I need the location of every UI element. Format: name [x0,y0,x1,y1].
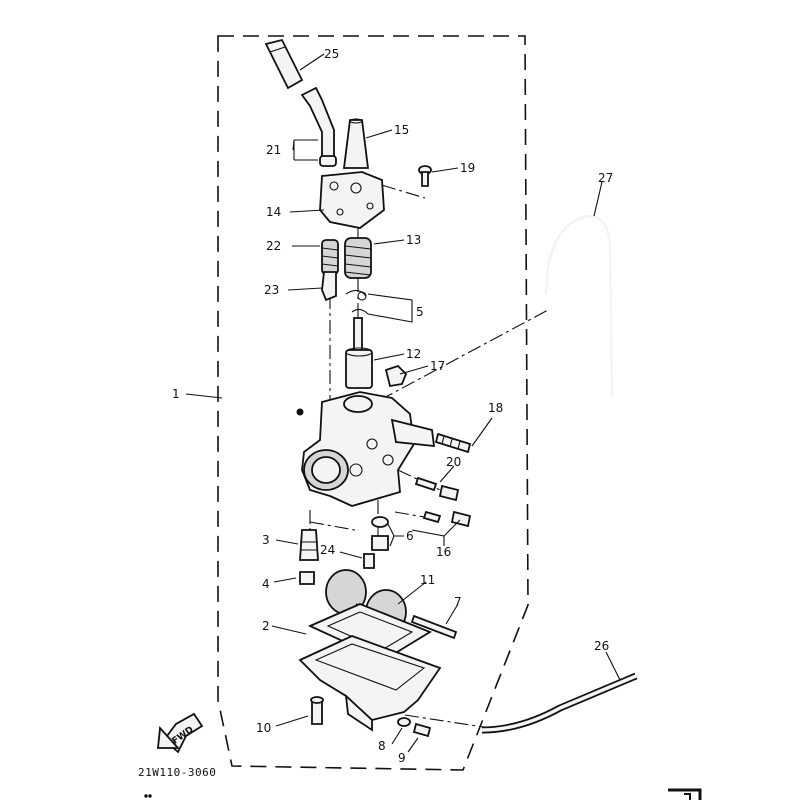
callout-16: 16 [436,545,451,559]
part-16-idle-screw [422,510,472,528]
part-13-spring [344,237,372,279]
part-22-spring [321,239,339,275]
part-25-cap [264,38,304,90]
callout-14: 14 [266,205,281,219]
callout-27: 27 [598,171,613,185]
part-1-carburetor-body [296,391,436,507]
callout-19: 19 [460,161,475,175]
callout-18: 18 [488,401,503,415]
callout-25: 25 [324,47,339,61]
fwd-arrow-icon: FWD [157,712,204,754]
part-23-plunger [321,271,337,302]
callout-15: 15 [394,123,409,137]
callout-12: 12 [406,347,421,361]
callout-3: 3 [262,533,270,547]
part-8-washer [397,717,411,727]
callout-8: 8 [378,739,386,753]
callout-24: 24 [320,543,335,557]
part-14-top-cover [319,171,385,229]
part-21-cable-elbow [300,86,337,167]
part-20-pilot-screw [414,476,460,502]
callout-13: 13 [406,233,421,247]
assembly-boundary [217,35,529,771]
float-bowl [298,635,442,732]
callout-5: 5 [416,305,424,319]
callout-2: 2 [262,619,270,633]
part-6-washer-jet [371,516,389,551]
callout-17: 17 [430,359,445,373]
callout-22: 22 [266,239,281,253]
callout-20: 20 [446,455,461,469]
callouts: 25 21 15 19 14 22 13 23 5 12 17 1 18 20 … [172,47,613,765]
corner-marks [144,788,702,800]
part-10-screw [310,696,324,725]
diagram-code: 21W110-3060 [138,766,216,779]
part-19-screw [418,165,432,187]
part-3-needle-jet [299,529,319,561]
callout-7: 7 [454,595,462,609]
callout-9: 9 [398,751,406,765]
part-5-clips [345,289,369,315]
callout-1: 1 [172,387,180,401]
callout-6: 6 [406,529,414,543]
callout-21: 21 [266,143,281,157]
callout-11: 11 [420,573,435,587]
part-4-main-jet [299,571,315,585]
leader-lines [185,53,621,753]
part-26-hose [481,672,638,734]
part-27-hose [544,214,614,397]
part-15-cap [342,118,370,169]
callout-4: 4 [262,577,270,591]
part-7-float-pin [410,614,458,640]
part-18-screw [434,432,472,454]
callout-10: 10 [256,721,271,735]
callout-23: 23 [264,283,279,297]
part-12-throttle-valve [345,317,373,389]
part-24-pilot-jet [363,553,375,569]
part-17-nut [384,364,408,388]
callout-26: 26 [594,639,609,653]
part-9-drain-screw [412,722,432,738]
